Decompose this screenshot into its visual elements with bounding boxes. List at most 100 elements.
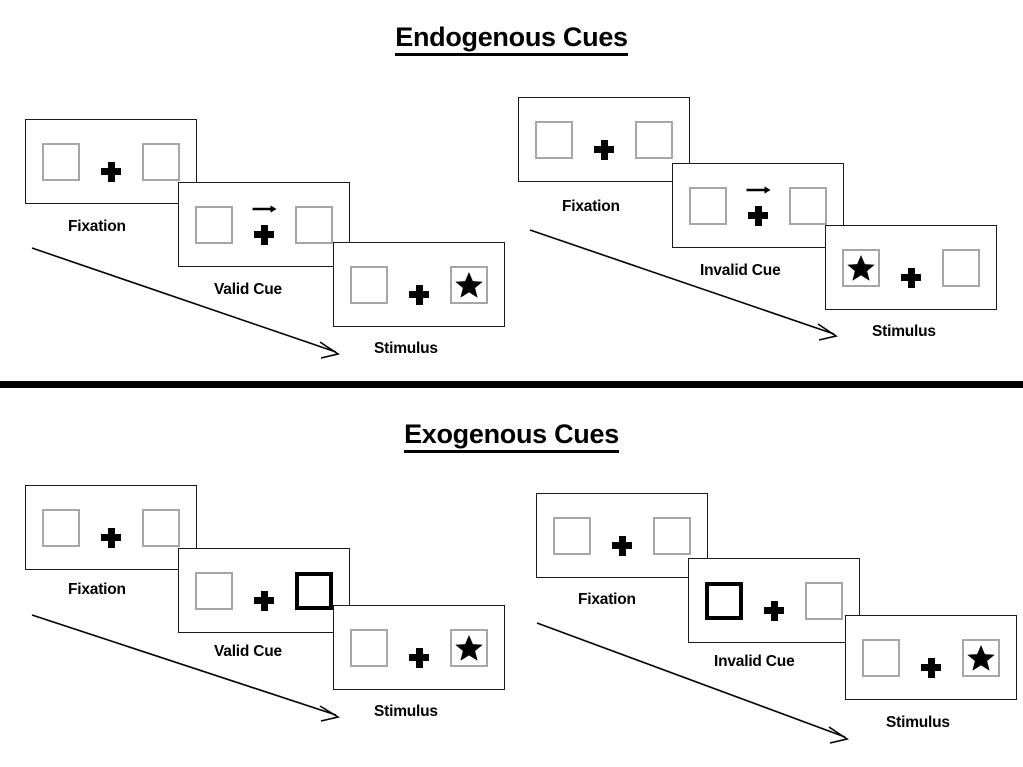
fixation-cross-icon <box>748 205 768 226</box>
panel-content <box>179 549 349 632</box>
panel-exogenous-valid-fixation[interactable] <box>25 485 197 570</box>
section-divider <box>0 381 1023 388</box>
panel-endogenous-valid-cue[interactable] <box>178 182 350 267</box>
left-target-box-cued <box>705 581 743 620</box>
right-target-box <box>805 581 843 620</box>
fixation-cross-icon <box>764 600 784 621</box>
panel-content <box>26 120 196 203</box>
fixation-cross-icon <box>409 284 429 305</box>
label-endogenous-invalid-stimulus: Stimulus <box>872 323 936 340</box>
panel-endogenous-invalid-cue[interactable] <box>672 163 844 248</box>
fixation-cross-icon <box>254 224 274 245</box>
panel-content <box>673 164 843 247</box>
left-target-box <box>42 508 80 547</box>
display-row <box>195 571 333 611</box>
panel-endogenous-invalid-fixation[interactable] <box>518 97 690 182</box>
right-target-box <box>142 142 180 181</box>
panel-endogenous-invalid-stimulus[interactable] <box>825 225 997 310</box>
panel-exogenous-invalid-cue[interactable] <box>688 558 860 643</box>
panel-content <box>846 616 1016 699</box>
panel-exogenous-invalid-stimulus[interactable] <box>845 615 1017 700</box>
panel-content <box>334 606 504 689</box>
label-exogenous-invalid-stimulus: Stimulus <box>886 714 950 731</box>
right-target-box <box>653 516 691 555</box>
right-target-box <box>142 508 180 547</box>
left-target-box <box>553 516 591 555</box>
panel-content <box>334 243 504 326</box>
panel-content <box>689 559 859 642</box>
right-target-box <box>635 120 673 159</box>
fixation-cross-icon <box>101 161 121 182</box>
label-exogenous-invalid-fixation: Fixation <box>578 591 636 608</box>
left-target-box <box>842 248 880 287</box>
panel-exogenous-valid-stimulus[interactable] <box>333 605 505 690</box>
fixation-cross-icon <box>921 657 941 678</box>
center-column <box>898 248 924 288</box>
left-target-box <box>195 205 233 244</box>
display-row <box>553 516 691 556</box>
section-title-endogenous: Endogenous Cues <box>0 22 1023 56</box>
display-row <box>195 204 333 245</box>
label-endogenous-valid-stimulus: Stimulus <box>374 340 438 357</box>
right-target-box <box>450 265 488 304</box>
fixation-cross-icon <box>901 267 921 288</box>
center-column <box>251 204 277 245</box>
right-target-box <box>295 205 333 244</box>
fixation-cross-icon <box>594 139 614 160</box>
display-row <box>42 508 180 548</box>
section-title-exogenous-text: Exogenous Cues <box>404 419 619 453</box>
display-row <box>705 581 843 621</box>
right-target-box <box>789 186 827 225</box>
panel-endogenous-valid-stimulus[interactable] <box>333 242 505 327</box>
display-row <box>862 638 1000 678</box>
label-endogenous-valid-fixation: Fixation <box>68 218 126 235</box>
label-endogenous-invalid-fixation: Fixation <box>562 198 620 215</box>
right-target-box <box>962 638 1000 677</box>
center-column <box>98 142 124 182</box>
left-target-box <box>535 120 573 159</box>
left-target-box <box>42 142 80 181</box>
center-column <box>591 120 617 160</box>
center-column <box>406 628 432 668</box>
label-exogenous-valid-fixation: Fixation <box>68 581 126 598</box>
label-exogenous-valid-cue: Valid Cue <box>214 643 282 660</box>
panel-content <box>26 486 196 569</box>
panel-content <box>179 183 349 266</box>
display-row <box>689 185 827 226</box>
display-row <box>42 142 180 182</box>
center-column <box>761 581 787 621</box>
panel-exogenous-invalid-fixation[interactable] <box>536 493 708 578</box>
center-column <box>251 571 277 611</box>
panel-content <box>826 226 996 309</box>
display-row <box>350 628 488 668</box>
panel-endogenous-valid-fixation[interactable] <box>25 119 197 204</box>
center-column <box>98 508 124 548</box>
right-target-box-cued <box>295 571 333 610</box>
label-endogenous-invalid-cue: Invalid Cue <box>700 262 781 279</box>
fixation-cross-icon <box>254 590 274 611</box>
label-endogenous-valid-cue: Valid Cue <box>214 281 282 298</box>
panel-content <box>537 494 707 577</box>
left-target-box <box>689 186 727 225</box>
right-arrow-cue-icon <box>252 204 277 213</box>
section-title-endogenous-text: Endogenous Cues <box>395 22 628 56</box>
left-target-box <box>862 638 900 677</box>
display-row <box>535 120 673 160</box>
star-target-icon <box>455 634 483 661</box>
star-target-icon <box>847 254 875 281</box>
center-column <box>609 516 635 556</box>
left-target-box <box>195 571 233 610</box>
center-column <box>406 265 432 305</box>
label-exogenous-invalid-cue: Invalid Cue <box>714 653 795 670</box>
panel-content <box>519 98 689 181</box>
panel-exogenous-valid-cue[interactable] <box>178 548 350 633</box>
star-target-icon <box>967 644 995 671</box>
right-target-box <box>450 628 488 667</box>
right-arrow-cue-icon <box>746 185 771 194</box>
left-target-box <box>350 628 388 667</box>
fixation-cross-icon <box>409 647 429 668</box>
display-row <box>350 265 488 305</box>
star-target-icon <box>455 271 483 298</box>
section-title-exogenous: Exogenous Cues <box>0 419 1023 453</box>
